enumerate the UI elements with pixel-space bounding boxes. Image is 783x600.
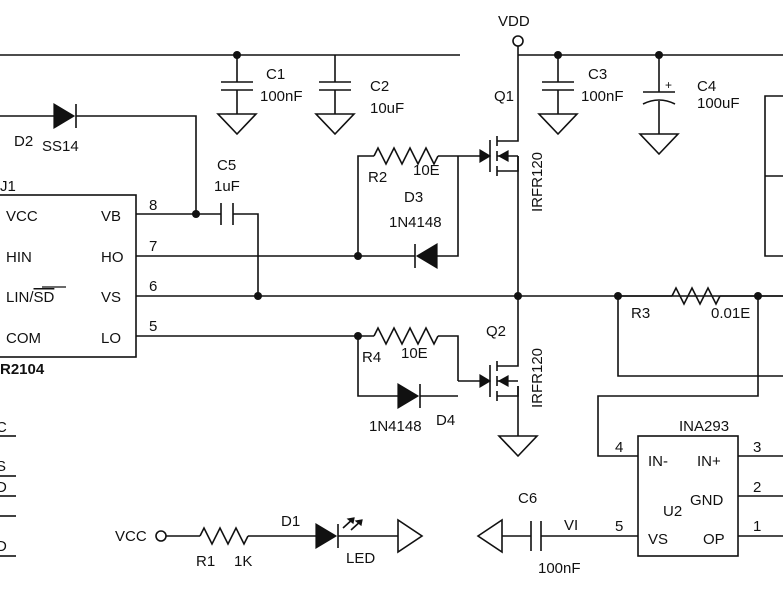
svg-text:1uF: 1uF <box>214 178 240 195</box>
svg-text:4: 4 <box>615 439 623 456</box>
capacitor-c1: C1 100nF <box>216 66 303 136</box>
svg-text:D4: D4 <box>436 412 455 429</box>
wires <box>0 46 783 557</box>
diode-d2: D2 SS14 <box>14 102 79 155</box>
u1-pin-lo: LO <box>101 330 121 347</box>
vi-net-label: VI <box>564 517 578 534</box>
svg-text:R3: R3 <box>631 305 650 322</box>
svg-text:1K: 1K <box>234 553 252 570</box>
capacitor-c2: C2 10uF <box>314 78 404 136</box>
vdd-label: VDD <box>498 13 530 30</box>
u1-pin-ho: HO <box>101 249 124 266</box>
svg-text:+: + <box>665 78 672 92</box>
svg-text:IRFR120: IRFR120 <box>529 152 546 212</box>
led-d1: D1 LED <box>281 513 424 567</box>
resistor-r3: R3 0.01E <box>631 286 750 322</box>
svg-text:C4: C4 <box>697 78 716 95</box>
ic-u1: J1 R2104 VCC HIN LIN/SD COM VB HO VS LO … <box>0 178 157 378</box>
svg-text:D2: D2 <box>14 133 33 150</box>
svg-text:6: 6 <box>149 278 157 295</box>
svg-text:Q2: Q2 <box>486 323 506 340</box>
u1-pin-vcc: VCC <box>6 208 38 225</box>
svg-text:10E: 10E <box>413 162 440 179</box>
svg-text:1N4148: 1N4148 <box>389 214 442 231</box>
junction-dots <box>192 51 762 340</box>
u1-pin-vs: VS <box>101 289 121 306</box>
capacitor-c6: C6 100nF VI <box>476 490 581 577</box>
u2-pin-gnd: GND <box>690 492 724 509</box>
u2-pin-in-minus: IN- <box>648 453 668 470</box>
svg-text:100nF: 100nF <box>581 88 624 105</box>
vcc-label: VCC <box>115 528 147 545</box>
svg-text:D1: D1 <box>281 513 300 530</box>
svg-text:D3: D3 <box>404 189 423 206</box>
capacitor-c3: C3 100nF <box>537 66 624 136</box>
mosfet-q1: Q1 IRFR120 <box>489 88 546 212</box>
svg-text:100uF: 100uF <box>697 95 740 112</box>
svg-text:D: D <box>0 538 7 555</box>
u1-pin-com: COM <box>6 330 41 347</box>
svg-text:C1: C1 <box>266 66 285 83</box>
resistor-r2: R2 10E <box>368 146 492 186</box>
svg-text:1N4148: 1N4148 <box>369 418 422 435</box>
svg-text:0.01E: 0.01E <box>711 305 750 322</box>
svg-text:10uF: 10uF <box>370 100 404 117</box>
u2-part: INA293 <box>679 418 729 435</box>
capacitor-c5: C5 1uF <box>214 157 240 225</box>
svg-text:5: 5 <box>149 318 157 335</box>
svg-text:C3: C3 <box>588 66 607 83</box>
svg-text:SS14: SS14 <box>42 138 79 155</box>
svg-text:C6: C6 <box>518 490 537 507</box>
svg-text:S: S <box>0 458 6 475</box>
svg-text:100nF: 100nF <box>260 88 303 105</box>
diode-d3: D3 1N4148 <box>389 189 442 270</box>
svg-text:C5: C5 <box>217 157 236 174</box>
capacitor-c4: + C4 100uF <box>638 78 740 156</box>
u2-pin-op: OP <box>703 531 725 548</box>
u2-pin-vs: VS <box>648 531 668 548</box>
svg-text:1: 1 <box>753 518 761 535</box>
u1-pin-hin: HIN <box>6 249 32 266</box>
svg-text:2: 2 <box>753 479 761 496</box>
svg-text:100nF: 100nF <box>538 560 581 577</box>
svg-text:Q1: Q1 <box>494 88 514 105</box>
mosfet-q2: Q2 IRFR120 <box>486 323 546 458</box>
resistor-r1: R1 1K <box>196 526 252 570</box>
svg-text:C: C <box>0 419 7 436</box>
svg-text:5: 5 <box>615 518 623 535</box>
u1-pin-vb: VB <box>101 208 121 225</box>
svg-text:LED: LED <box>346 550 375 567</box>
svg-text:IRFR120: IRFR120 <box>529 348 546 408</box>
svg-text:8: 8 <box>149 197 157 214</box>
diode-d4: 1N4148 D4 <box>369 382 455 435</box>
u1-part: R2104 <box>0 361 45 378</box>
left-edge-fragment: C S D D <box>0 419 7 555</box>
svg-text:10E: 10E <box>401 345 428 362</box>
svg-text:R1: R1 <box>196 553 215 570</box>
svg-text:7: 7 <box>149 238 157 255</box>
u2-pin-in-plus: IN+ <box>697 453 721 470</box>
vdd-terminal: VDD <box>498 13 530 47</box>
svg-text:3: 3 <box>753 439 761 456</box>
svg-text:C2: C2 <box>370 78 389 95</box>
svg-text:R2: R2 <box>368 169 387 186</box>
u2-ref: U2 <box>663 503 682 520</box>
svg-text:R4: R4 <box>362 349 381 366</box>
ic-u2: INA293 U2 IN- IN+ GND VS OP 4 3 2 5 1 <box>615 418 761 557</box>
vcc-terminal: VCC <box>115 528 167 545</box>
u1-ref: J1 <box>0 178 16 195</box>
u1-pin-lin-sd: LIN/SD <box>6 289 55 306</box>
svg-text:D: D <box>0 479 7 496</box>
resistor-r4: R4 10E <box>362 326 492 389</box>
